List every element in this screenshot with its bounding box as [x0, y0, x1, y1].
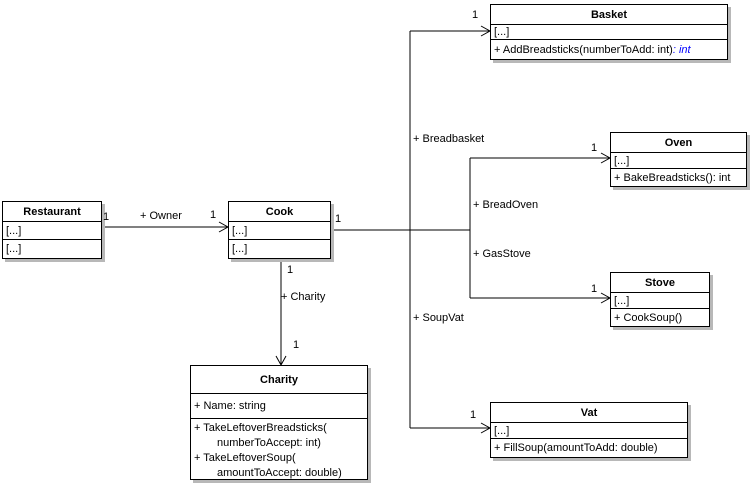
method-row: + FillSoup(amountToAdd: double) — [494, 442, 658, 454]
class-title: Cook — [229, 202, 330, 222]
attribute-row: [...] — [494, 26, 510, 38]
class-title: Basket — [491, 5, 727, 25]
arrowhead-into-stove — [600, 292, 612, 304]
arrowhead-into-cook — [218, 221, 230, 233]
class-title: Stove — [611, 273, 709, 293]
multiplicity-owner-source: 1 — [103, 211, 110, 223]
class-stove[interactable]: Stove [...] + CookSoup() — [610, 272, 710, 327]
association-label-gasstove: + GasStove — [473, 248, 531, 260]
method-row: + AddBreadsticks(numberToAdd: int): int — [491, 40, 727, 59]
association-label-breadoven: + BreadOven — [473, 199, 539, 211]
class-cook[interactable]: Cook [...] [...] — [228, 201, 331, 259]
association-label-soupvat: + SoupVat — [413, 312, 464, 324]
method-signature: + AddBreadsticks(numberToAdd: int) — [494, 43, 673, 56]
arrowhead-into-oven — [600, 152, 612, 164]
class-oven[interactable]: Oven [...] + BakeBreadsticks(): int — [610, 132, 747, 187]
class-title: Charity — [191, 366, 367, 394]
method-row: [...] — [232, 243, 248, 255]
multiplicity-charity-target: 1 — [293, 339, 300, 351]
multiplicity-cook-bus-source: 1 — [335, 213, 342, 225]
attribute-row: [...] — [494, 424, 510, 437]
class-title: Vat — [491, 403, 687, 423]
method-row: + BakeBreadsticks(): int — [614, 171, 731, 184]
method-row: + CookSoup() — [614, 311, 683, 324]
multiplicity-owner-target: 1 — [210, 209, 217, 221]
class-restaurant[interactable]: Restaurant [...] [...] — [2, 201, 102, 259]
arrowhead-into-vat — [480, 422, 492, 434]
method-row: + TakeLeftoverBreadsticks( — [194, 422, 327, 434]
multiplicity-soupvat-target: 1 — [470, 409, 477, 421]
association-label-charity: + Charity — [281, 291, 326, 303]
arrowhead-into-basket — [480, 25, 492, 37]
attribute-row: [...] — [614, 154, 630, 167]
method-row-continuation: amountToAccept: double) — [217, 467, 342, 479]
method-row: + TakeLeftoverSoup( — [194, 452, 296, 464]
class-title: Restaurant — [3, 202, 101, 222]
multiplicity-charity-source: 1 — [287, 264, 294, 276]
multiplicity-gasstove-target: 1 — [591, 283, 598, 295]
class-charity[interactable]: Charity + Name: string + TakeLeftoverBre… — [190, 365, 368, 480]
arrowhead-into-charity — [275, 355, 287, 367]
attribute-row: [...] — [6, 224, 22, 237]
method-return-type: : int — [672, 43, 691, 56]
association-label-owner: + Owner — [140, 210, 182, 222]
class-vat[interactable]: Vat [...] + FillSoup(amountToAdd: double… — [490, 402, 688, 458]
attribute-row: [...] — [614, 294, 630, 307]
multiplicity-breadoven-target: 1 — [591, 142, 598, 154]
attribute-row: + Name: string — [194, 400, 266, 412]
class-title: Oven — [611, 133, 746, 153]
association-label-breadbasket: + Breadbasket — [413, 133, 485, 145]
multiplicity-breadbasket-target: 1 — [472, 9, 479, 21]
method-row: [...] — [6, 243, 22, 255]
method-row-continuation: numberToAccept: int) — [217, 437, 321, 449]
attribute-row: [...] — [232, 224, 248, 237]
class-basket[interactable]: Basket [...] + AddBreadsticks(numberToAd… — [490, 4, 728, 60]
